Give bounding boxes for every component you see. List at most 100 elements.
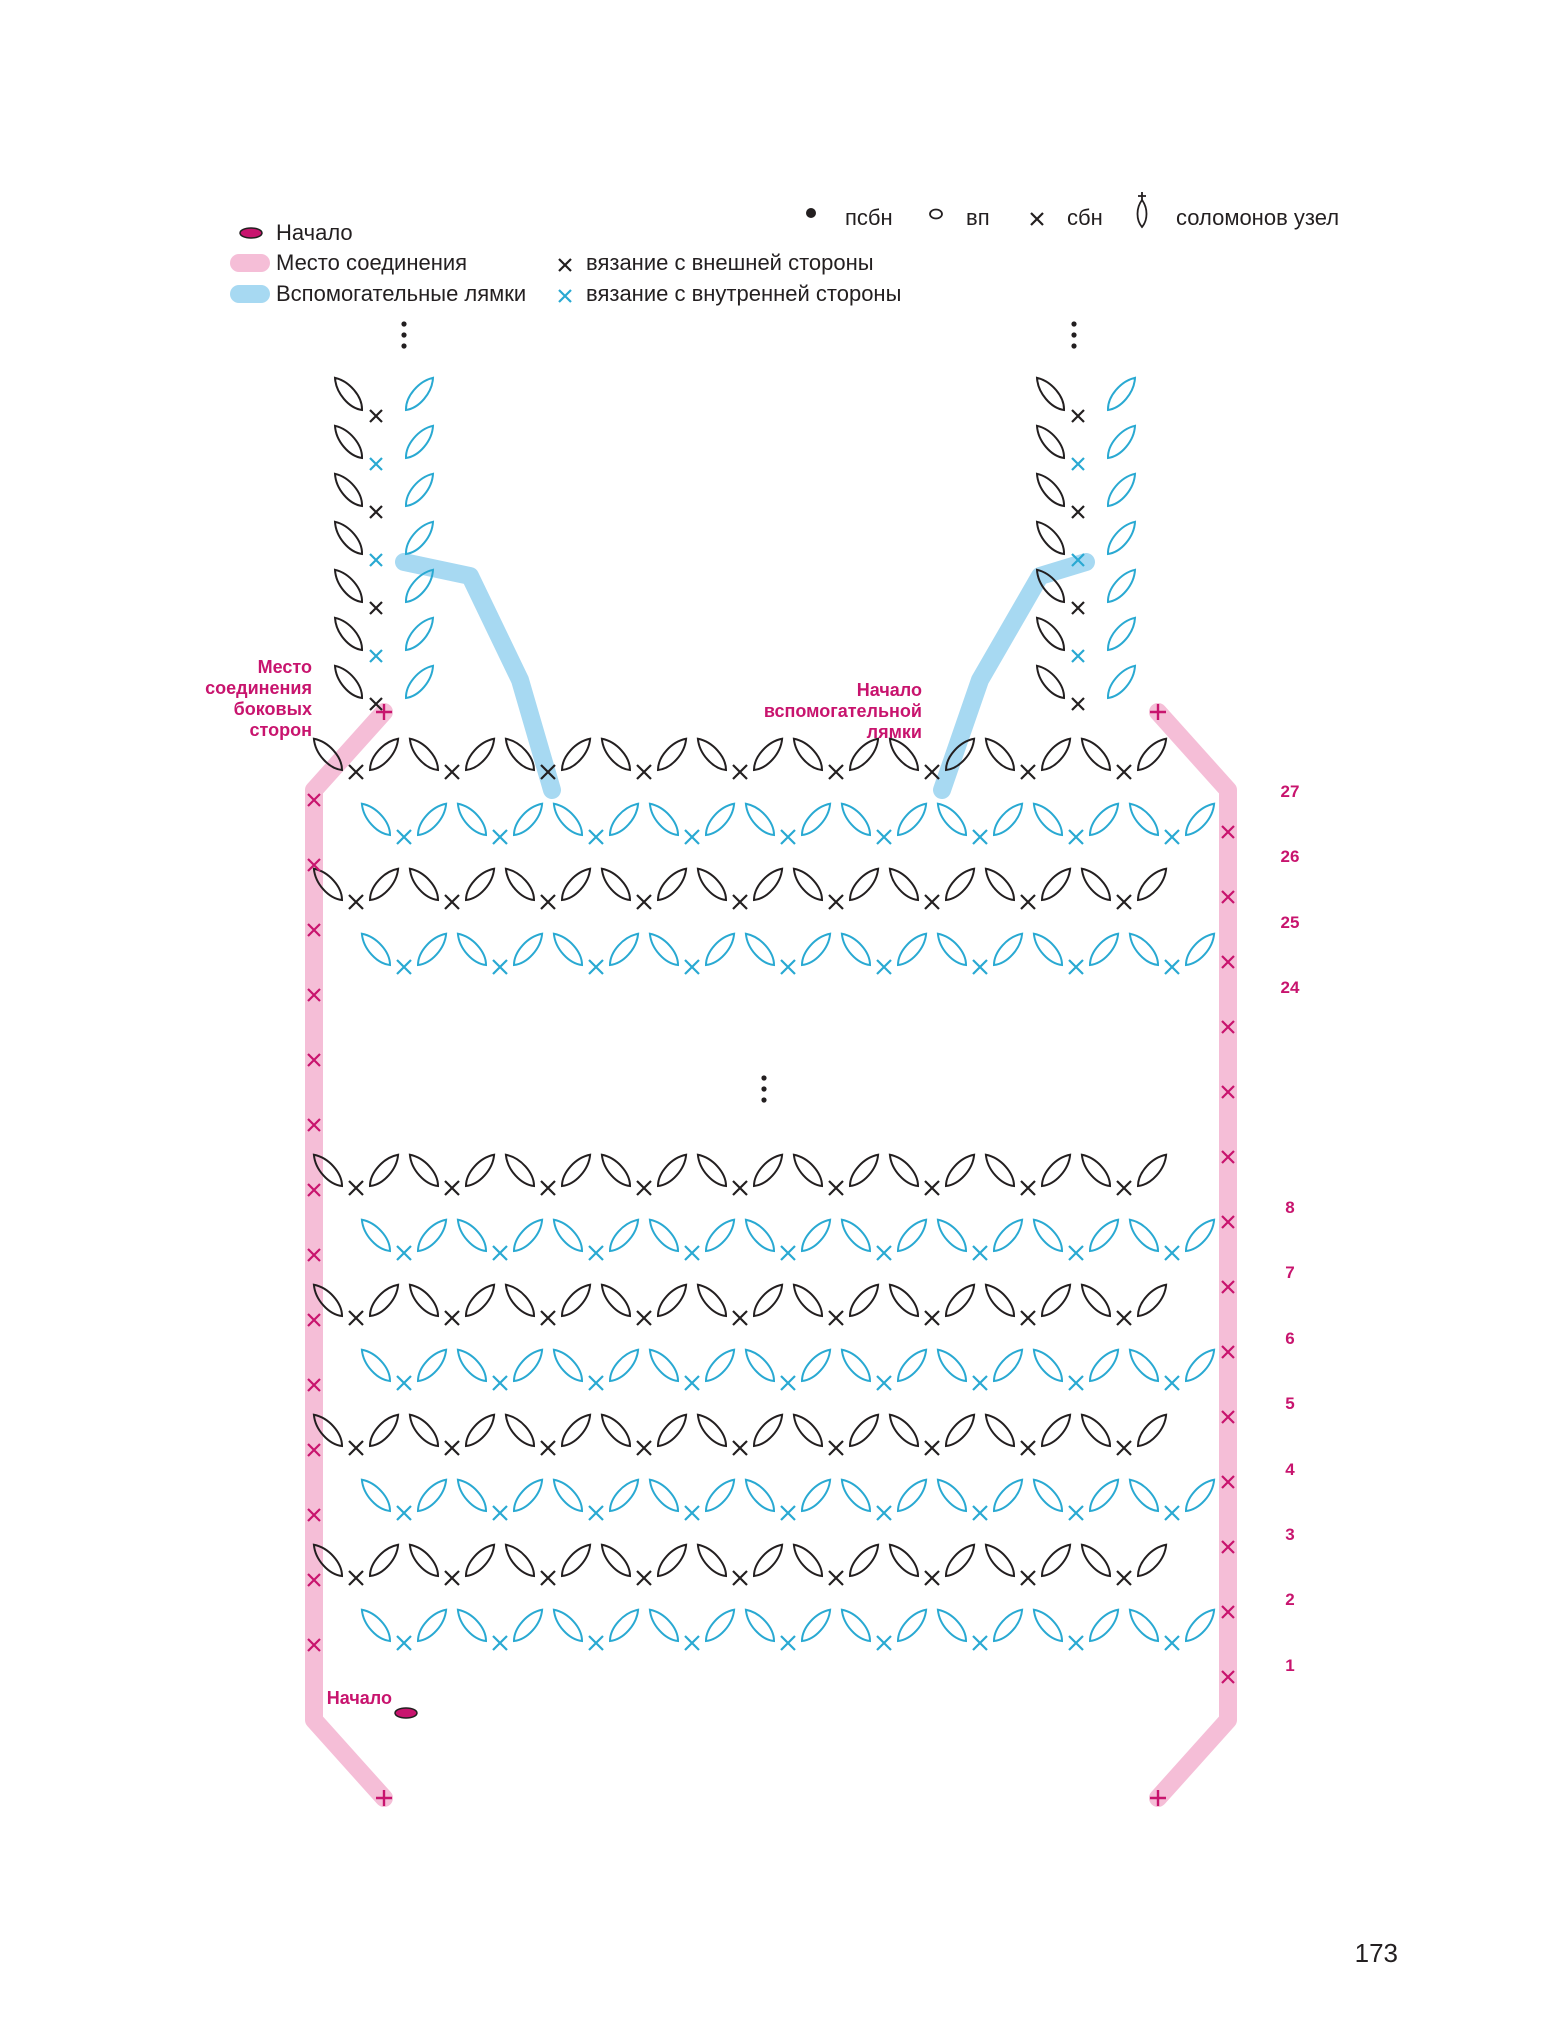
continuation-dot <box>1071 332 1077 338</box>
solomon-knot <box>1106 520 1137 556</box>
solomon-knot <box>944 1543 976 1578</box>
solomon-knot <box>792 1543 824 1578</box>
solomon-knot <box>504 1283 536 1318</box>
join-marker <box>1150 704 1166 720</box>
stitch-cross <box>369 601 383 615</box>
stitch-cross <box>636 1440 652 1456</box>
solomon-knot <box>896 802 928 837</box>
solomon-knot <box>1040 1283 1072 1318</box>
solomon-knot <box>416 1608 448 1643</box>
solomon-knot <box>560 1413 592 1448</box>
stitch-cross <box>732 1310 748 1326</box>
solomon-knot <box>1032 1478 1064 1513</box>
stitch-cross <box>444 1440 460 1456</box>
stitch-cross <box>1221 890 1235 904</box>
solomon-knot <box>1035 376 1066 412</box>
page-number: 173 <box>1354 1938 1398 1968</box>
stitch-cross <box>307 923 321 937</box>
solomon-knot <box>792 1153 824 1188</box>
solomon-knot <box>896 1478 928 1513</box>
stitch-cross <box>876 959 892 975</box>
row-number: 8 <box>1285 1198 1295 1217</box>
solomon-knot <box>333 472 364 508</box>
solomon-knot <box>848 737 880 772</box>
solomon-knot <box>1035 568 1066 604</box>
join-marker <box>376 704 392 720</box>
solomon-knot <box>1088 1478 1120 1513</box>
solomon-knot <box>456 1478 488 1513</box>
stitch-cross <box>492 1375 508 1391</box>
solomon-knot <box>992 802 1024 837</box>
legend-helper-straps: Вспомогательные лямки <box>276 281 527 306</box>
stitch-cross <box>876 1375 892 1391</box>
solomon-knot <box>464 867 496 902</box>
stitch-cross <box>1116 764 1132 780</box>
solomon-knot <box>1035 472 1066 508</box>
solomon-knot <box>1035 424 1066 460</box>
solomon-knot <box>744 932 776 967</box>
stitch-cross <box>636 894 652 910</box>
solomon-knot <box>360 932 392 967</box>
solomon-knot <box>848 1153 880 1188</box>
stitch-cross <box>1221 1150 1235 1164</box>
stitch-cross <box>369 505 383 519</box>
solomon-knot <box>936 1608 968 1643</box>
stitch-cross <box>1068 1505 1084 1521</box>
solomon-knot <box>984 1543 1016 1578</box>
continuation-dot <box>401 343 407 349</box>
solomon-knot <box>416 1478 448 1513</box>
stitch-cross <box>307 1508 321 1522</box>
stitch-cross <box>369 649 383 663</box>
solomon-knot <box>1136 1283 1168 1318</box>
solomon-knot <box>984 867 1016 902</box>
solomon-knot <box>1136 1543 1168 1578</box>
solomon-knot <box>936 1218 968 1253</box>
row-number: 4 <box>1285 1460 1295 1479</box>
solomon-knot <box>944 737 976 772</box>
solomon-knot <box>648 1348 680 1383</box>
stitch-cross <box>684 1635 700 1651</box>
solomon-knot <box>608 1218 640 1253</box>
stitch-cross <box>444 1310 460 1326</box>
solomon-knot <box>896 1348 928 1383</box>
stitch-cross <box>492 1505 508 1521</box>
solomon-knot <box>368 867 400 902</box>
solomon-knot <box>360 1348 392 1383</box>
solomon-knot <box>896 1218 928 1253</box>
solomon-knot <box>840 802 872 837</box>
solomon-knot <box>800 932 832 967</box>
stitch-cross <box>369 457 383 471</box>
solomon-knot <box>552 1218 584 1253</box>
legend-join: Место соединения <box>276 250 468 275</box>
stitch-cross <box>348 1310 364 1326</box>
solomon-knot <box>752 737 784 772</box>
solomon-knot <box>312 1153 344 1188</box>
solomon-knot <box>840 1218 872 1253</box>
solomon-knot <box>792 1283 824 1318</box>
stitch-cross <box>732 1180 748 1196</box>
stitch-cross <box>588 959 604 975</box>
solomon-knot <box>552 1478 584 1513</box>
solomon-knot <box>404 664 435 700</box>
solomon-knot <box>792 737 824 772</box>
solomon-knot <box>656 1413 688 1448</box>
solomon-knot <box>1128 1478 1160 1513</box>
solomon-knot <box>608 1348 640 1383</box>
legend-solomon: соломонов узел <box>1176 205 1340 230</box>
solomon-knot <box>704 932 736 967</box>
solomon-knot <box>312 737 344 772</box>
row-number: 5 <box>1285 1394 1295 1413</box>
solomon-knot <box>744 1608 776 1643</box>
stitch-cross <box>972 1245 988 1261</box>
stitch-cross <box>780 1245 796 1261</box>
solomon-knot <box>368 1153 400 1188</box>
solomon-knot <box>1128 1608 1160 1643</box>
stitch-cross <box>1221 1280 1235 1294</box>
solomon-knot <box>512 1478 544 1513</box>
solomon-knot <box>1184 1218 1216 1253</box>
solomon-knot <box>1080 737 1112 772</box>
solomon-knot <box>608 1608 640 1643</box>
continuation-dot <box>401 332 407 338</box>
helper-start-label: Начало вспомогательной лямки <box>763 680 922 742</box>
